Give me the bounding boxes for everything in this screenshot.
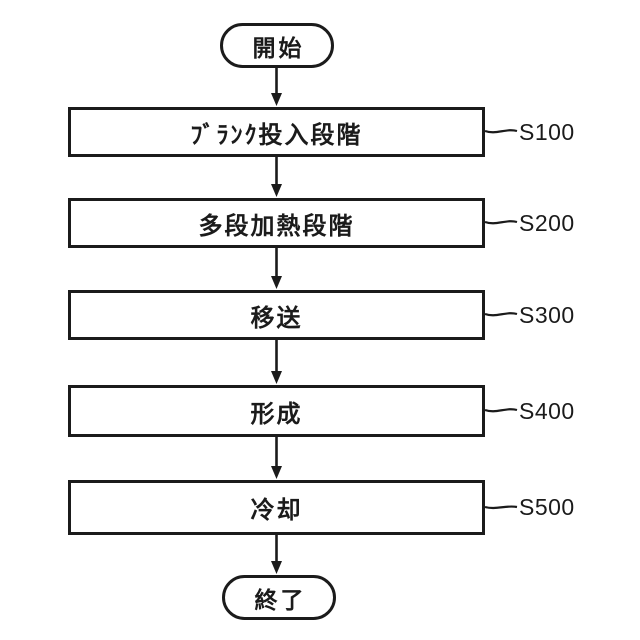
ref-connector-1 [484, 129, 518, 134]
flow-arrowhead-6 [271, 561, 282, 574]
step-label-5: 冷却 [250, 497, 303, 524]
start-terminal: 開始 [220, 23, 334, 68]
ref-connector-5 [484, 505, 518, 510]
flow-arrowhead-1 [271, 93, 282, 106]
flow-arrowhead-4 [271, 371, 282, 384]
step-box-transfer: 移送 [68, 290, 485, 340]
step-label-4: 形成 [250, 400, 303, 428]
step-ref-s500: S500 [519, 494, 575, 520]
step-label-3: 移送 [250, 304, 303, 332]
step-box-cooling: 冷却 [68, 480, 485, 535]
flow-arrowhead-3 [271, 276, 282, 289]
step-label-1: ﾌﾞﾗﾝｸ投入段階 [190, 121, 363, 149]
flow-arrowhead-5 [271, 466, 282, 479]
step-label-2: 多段加熱段階 [198, 212, 355, 240]
ref-connector-4 [484, 408, 518, 413]
step-box-multistage-heating: 多段加熱段階 [68, 198, 485, 248]
step-box-forming: 形成 [68, 385, 485, 437]
end-label: 終了 [254, 586, 307, 613]
ref-connector-3 [484, 312, 518, 317]
step-box-blank-loading: ﾌﾞﾗﾝｸ投入段階 [68, 107, 485, 157]
step-ref-s300: S300 [519, 302, 575, 328]
flow-arrowhead-2 [271, 184, 282, 197]
start-label: 開始 [252, 34, 305, 61]
step-ref-s400: S400 [519, 398, 575, 424]
step-ref-s200: S200 [519, 210, 575, 236]
end-terminal: 終了 [222, 575, 336, 620]
ref-connector-2 [484, 220, 518, 225]
step-ref-s100: S100 [519, 119, 575, 145]
